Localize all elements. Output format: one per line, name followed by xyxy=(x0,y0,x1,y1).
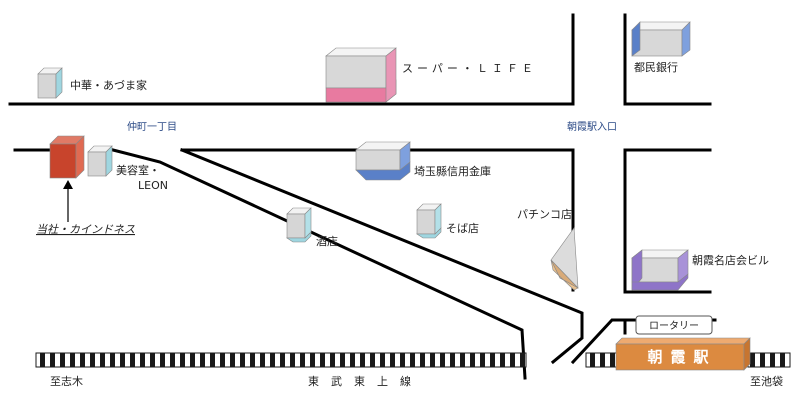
building-chuka xyxy=(37,67,63,99)
street-nakacho: 仲町一丁目 xyxy=(127,120,177,133)
rotary-label: ロータリー xyxy=(649,320,699,332)
building-toho-bank xyxy=(631,21,691,57)
railway-track-west xyxy=(35,352,527,368)
building-pachinko xyxy=(550,227,579,291)
building-sakaten xyxy=(286,207,312,243)
station-building: 朝霞駅 xyxy=(615,337,751,371)
label-to-shiki: 至志木 xyxy=(50,375,83,388)
label-chuka: 中華・あづま家 xyxy=(70,78,147,92)
label-leon: LEON xyxy=(138,179,168,192)
office-pointer-arrow xyxy=(63,180,73,222)
label-meitengai: 朝霞名店会ビル xyxy=(692,253,769,267)
label-sobaten: そば店 xyxy=(446,221,479,235)
label-toho-bank: 都民銀行 xyxy=(634,60,678,74)
building-office xyxy=(49,135,85,179)
building-super-life xyxy=(325,47,397,103)
label-shinkin: 埼玉縣信用金庫 xyxy=(414,164,491,178)
label-railway-line: 東武東上線 xyxy=(308,374,423,388)
label-biyoushitsu: 美容室・ xyxy=(116,163,160,177)
label-pachinko: パチンコ店 xyxy=(517,207,572,221)
building-meitengai xyxy=(631,249,689,291)
road-right-block xyxy=(623,148,712,294)
building-shinkin xyxy=(355,141,411,181)
building-sobaten xyxy=(416,203,442,239)
street-asaka-iriguchi: 朝霞駅入口 xyxy=(567,121,617,133)
rotary-sign: ロータリー xyxy=(635,315,713,335)
station-name: 朝霞駅 xyxy=(647,348,716,366)
road-diagonal-upper xyxy=(180,148,584,365)
road-top-street xyxy=(8,13,575,106)
label-super-life: スーパー・ＬＩＦＥ xyxy=(402,62,537,75)
label-sakaten: 酒店 xyxy=(316,234,338,248)
railway-track-east xyxy=(747,352,791,368)
label-to-ikebukuro: 至池袋 xyxy=(750,374,783,388)
road-top-right xyxy=(623,13,712,106)
label-office: 当社・カインドネス xyxy=(36,223,135,236)
building-biyoushitsu xyxy=(87,145,113,177)
